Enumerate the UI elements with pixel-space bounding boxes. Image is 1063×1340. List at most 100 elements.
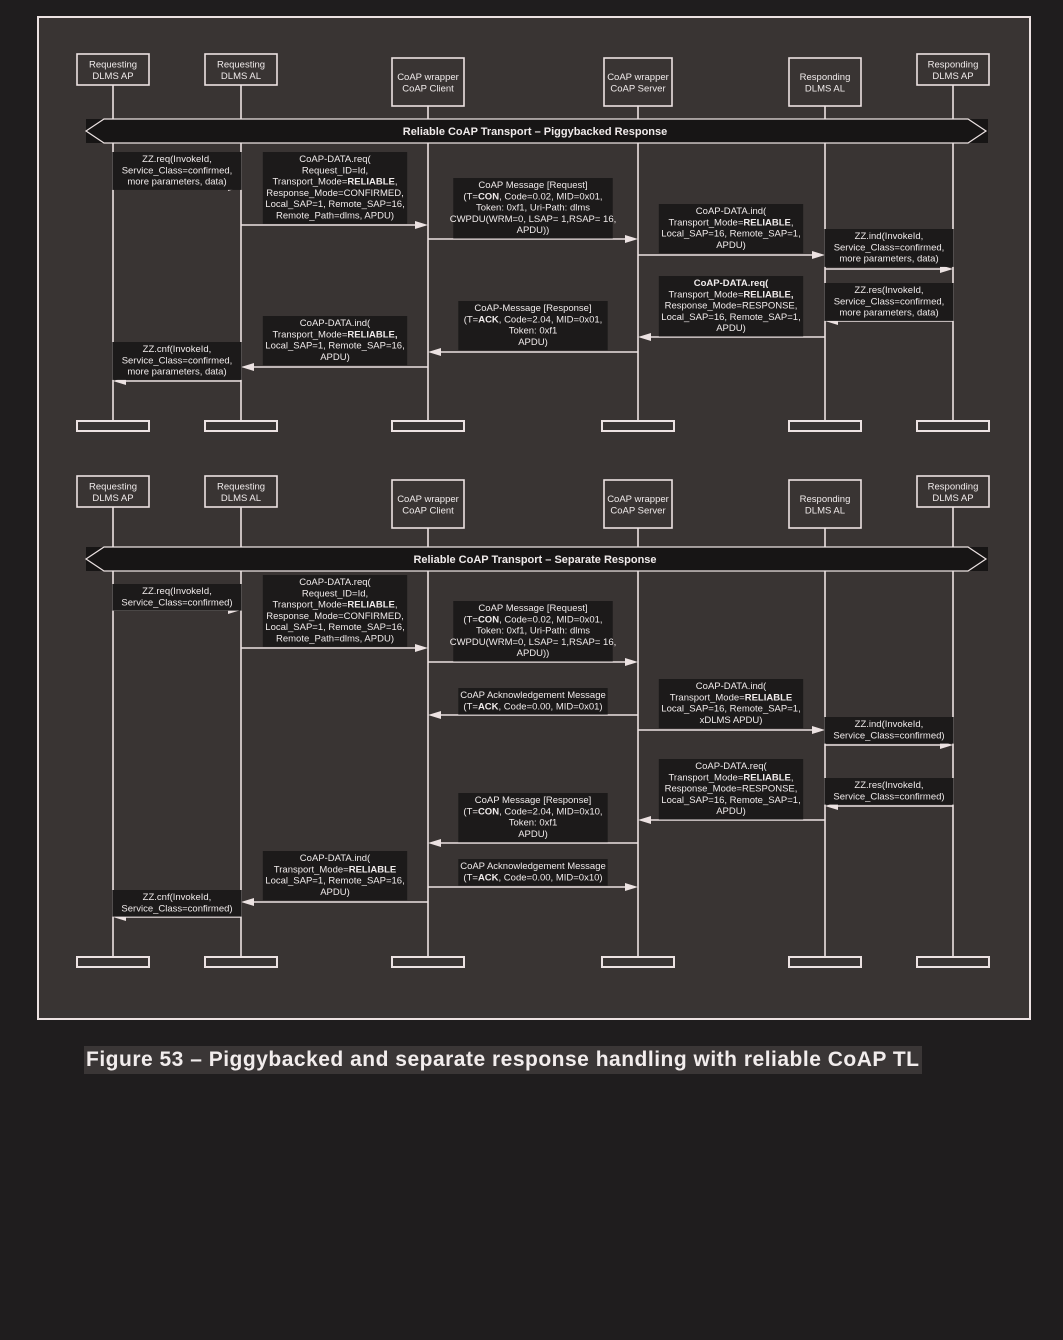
- message-label-line: CoAP-DATA.req(: [694, 278, 769, 289]
- message-label-background: [824, 229, 954, 267]
- message-label-line: CoAP Acknowledgement Message: [460, 690, 606, 701]
- message-coap_server-to-coap_client: CoAP-Message [Response](T=ACK, Code=2.04…: [428, 301, 638, 356]
- participant-box-resp_ap: [916, 53, 990, 86]
- message-label-line: more parameters, data): [839, 254, 938, 265]
- arrowhead-icon: [625, 235, 638, 243]
- arrowhead-icon: [812, 726, 825, 734]
- message-label-text: , Code=0.00, MID=0x10): [499, 872, 603, 883]
- message-label-line: Transport_Mode=RELIABLE,: [668, 289, 793, 300]
- message-label-background: [112, 584, 242, 611]
- message-label-text: Token: 0xf1, Uri-Path: dlms: [476, 203, 590, 214]
- message-label-background: [453, 601, 613, 662]
- message-label-text: Service_Class=confirmed): [833, 791, 944, 802]
- participant-label: DLMS AL: [221, 71, 261, 82]
- message-label-text: Transport_Mode=: [272, 177, 347, 188]
- message-label-text: CoAP Message [Request]: [478, 603, 587, 614]
- arrowhead-icon: [241, 363, 254, 371]
- message-label-text: ZZ.req(InvokeId,: [142, 154, 212, 165]
- message-label-text: Local_SAP=16, Remote_SAP=1,: [661, 229, 800, 240]
- participant-label: Requesting: [89, 59, 137, 70]
- participant-label: DLMS AP: [92, 71, 133, 82]
- message-label-text: more parameters, data): [839, 254, 938, 265]
- message-label-line: CoAP-DATA.req(: [695, 761, 767, 772]
- message-label-text: ZZ.res(InvokeId,: [854, 780, 923, 791]
- participant-label: Requesting: [217, 481, 265, 492]
- message-label-background: [453, 178, 613, 239]
- message-label-line: CoAP-DATA.req(: [299, 154, 371, 165]
- participant-box-coap_server: [603, 57, 673, 107]
- message-label-line: Transport_Mode=RELIABLE,: [668, 217, 793, 228]
- message-label-text: Service_Class=confirmed,: [122, 355, 233, 366]
- message-label-background: [458, 793, 608, 843]
- message-label-text: CoAP-DATA.req(: [299, 154, 371, 165]
- message-label-bold: RELIABLE: [745, 692, 793, 703]
- lifeline-end-req_ap: [76, 956, 150, 968]
- arrowhead-icon: [415, 221, 428, 229]
- message-label-line: (T=ACK, Code=0.00, MID=0x10): [463, 872, 602, 883]
- message-label-text: APDU): [518, 829, 548, 840]
- message-label-line: Transport_Mode=RELIABLE,: [668, 772, 793, 783]
- participant-label: DLMS AL: [805, 505, 845, 516]
- message-coap_server-to-coap_client: CoAP Message [Response](T=CON, Code=2.04…: [428, 793, 638, 847]
- banner-shape: [84, 118, 988, 144]
- message-label-text: ZZ.req(InvokeId,: [142, 586, 212, 597]
- message-label-line: Transport_Mode=RELIABLE,: [272, 600, 397, 611]
- message-label-text: more parameters, data): [127, 367, 226, 378]
- message-label-text: , Code=0.02, MID=0x01,: [499, 191, 603, 202]
- message-label-text: xDLMS APDU): [700, 715, 763, 726]
- message-label-text: Service_Class=confirmed): [833, 730, 944, 741]
- message-label-text: CoAP Acknowledgement Message: [460, 861, 606, 872]
- message-label-line: Transport_Mode=RELIABLE: [274, 864, 396, 875]
- message-label-line: ZZ.ind(InvokeId,: [855, 719, 924, 730]
- message-coap_client-to-coap_server: CoAP Message [Request](T=CON, Code=0.02,…: [428, 601, 638, 666]
- message-label-text: Local_SAP=16, Remote_SAP=1,: [661, 312, 800, 323]
- message-label-line: Token: 0xf1, Uri-Path: dlms: [476, 626, 590, 637]
- message-label-line: Service_Class=confirmed): [833, 730, 944, 741]
- message-label-text: APDU): [716, 240, 746, 251]
- participant-box-coap_client: [391, 57, 465, 107]
- message-label-text: , Code=0.02, MID=0x01,: [499, 614, 603, 625]
- message-label-line: Transport_Mode=RELIABLE,: [272, 177, 397, 188]
- message-label-line: Local_SAP=16, Remote_SAP=1,: [661, 229, 800, 240]
- message-label-line: more parameters, data): [127, 367, 226, 378]
- message-label-line: Remote_Path=dlms, APDU): [276, 211, 394, 222]
- message-label-text: ZZ.ind(InvokeId,: [855, 719, 924, 730]
- lifeline-end-req_al: [204, 420, 278, 432]
- message-label-text: Token: 0xf1, Uri-Path: dlms: [476, 626, 590, 637]
- message-label-text: Local_SAP=1, Remote_SAP=16,: [265, 341, 404, 352]
- participant-label: CoAP Server: [610, 505, 665, 516]
- message-label-bold: RELIABLE: [743, 772, 791, 783]
- message-label-line: Service_Class=confirmed,: [122, 355, 233, 366]
- participant-box-req_al: [204, 53, 278, 86]
- message-label-text: more parameters, data): [839, 308, 938, 319]
- message-label-text: Local_SAP=1, Remote_SAP=16,: [265, 622, 404, 633]
- message-label-text: CoAP-DATA.req(: [695, 761, 767, 772]
- arrowhead-icon: [638, 816, 651, 824]
- message-label-line: APDU): [716, 240, 746, 251]
- message-label-text: CoAP-DATA.ind(: [696, 681, 767, 692]
- message-label-background: [458, 688, 608, 715]
- message-label-text: (T=: [463, 191, 478, 202]
- participant-label: CoAP Client: [402, 505, 454, 516]
- message-label-line: (T=CON, Code=0.02, MID=0x01,: [463, 191, 602, 202]
- message-label-text: APDU): [320, 352, 350, 363]
- lifeline-end-resp_ap: [916, 956, 990, 968]
- message-resp_ap-to-resp_al: ZZ.res(InvokeId,Service_Class=confirmed,…: [824, 283, 954, 325]
- message-label-text: Response_Mode=CONFIRMED,: [266, 188, 404, 199]
- message-label-text: Transport_Mode=: [668, 289, 743, 300]
- message-label-line: CoAP Acknowledgement Message: [460, 861, 606, 872]
- message-label-line: Token: 0xf1: [509, 326, 558, 337]
- message-label-text: APDU): [518, 337, 548, 348]
- message-label-line: Transport_Mode=RELIABLE: [670, 692, 792, 703]
- message-label-text: Token: 0xf1: [509, 326, 558, 337]
- message-req_al-to-req_ap: ZZ.cnf(InvokeId,Service_Class=confirmed,…: [112, 342, 242, 385]
- message-label-background: [658, 679, 804, 729]
- message-label-line: CoAP-DATA.ind(: [300, 318, 371, 329]
- message-label-bold: RELIABLE: [347, 177, 395, 188]
- message-label-line: Service_Class=confirmed): [833, 791, 944, 802]
- message-label-line: CoAP-DATA.ind(: [696, 681, 767, 692]
- message-label-line: Service_Class=confirmed,: [834, 242, 945, 253]
- message-label-line: Response_Mode=CONFIRMED,: [266, 188, 404, 199]
